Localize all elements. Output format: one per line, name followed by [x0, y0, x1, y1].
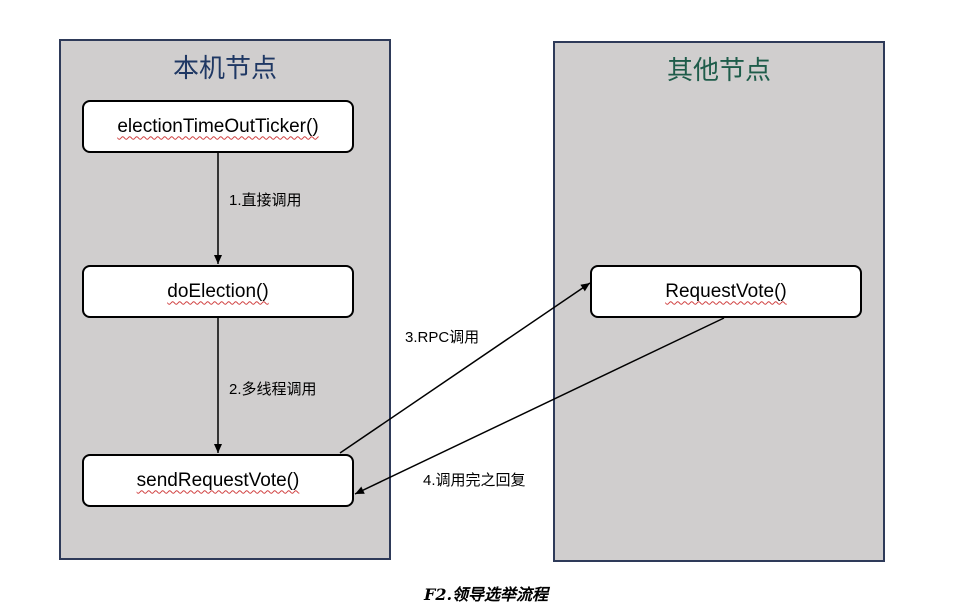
send-request-vote-node: sendRequestVote() — [82, 454, 354, 507]
remote-node-title: 其他节点 — [666, 56, 771, 86]
multithread-call-label: 2.多线程调用 — [229, 381, 317, 398]
direct-call-label: 1.直接调用 — [229, 192, 302, 209]
request-vote-node: RequestVote() — [590, 265, 862, 318]
election-timeout-ticker-node: electionTimeOutTicker() — [82, 100, 354, 153]
arrow-rpc-call — [339, 282, 591, 454]
reply-label: 4.调用完之回复 — [423, 472, 526, 489]
do-election-node: doElection() — [82, 265, 354, 318]
local-node-title: 本机节点 — [172, 54, 277, 84]
rpc-call-label: 3.RPC调用 — [405, 329, 480, 346]
arrow-reply — [354, 317, 725, 495]
figure-caption: F2.领导选举流程 — [423, 585, 549, 604]
